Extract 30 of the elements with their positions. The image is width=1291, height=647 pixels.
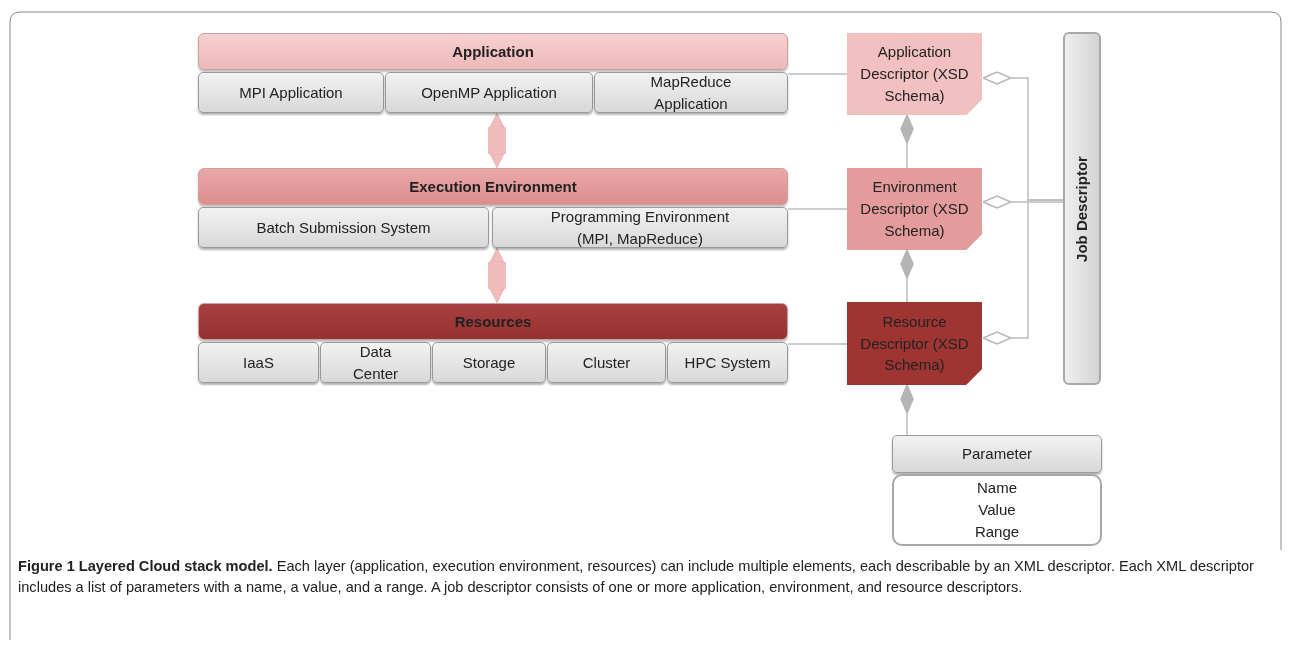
component-cell: IaaS bbox=[198, 342, 319, 383]
component-cell: Batch Submission System bbox=[198, 207, 489, 248]
attribute-list: Name Value Range bbox=[892, 474, 1102, 546]
double-arrow bbox=[488, 112, 506, 169]
double-arrow bbox=[488, 247, 506, 304]
component-cell: MPI Application bbox=[198, 72, 384, 113]
association-line bbox=[900, 114, 914, 169]
component-cell: OpenMP Application bbox=[385, 72, 593, 113]
descriptor-note: Environment Descriptor (XSD Schema) bbox=[847, 168, 982, 250]
component-cell: Data Center bbox=[320, 342, 431, 383]
descriptor-note: Application Descriptor (XSD Schema) bbox=[847, 33, 982, 115]
connector-line bbox=[787, 343, 848, 345]
layer-bar: Application bbox=[198, 33, 788, 70]
layer-bar: Resources bbox=[198, 303, 788, 340]
component-cell: HPC System bbox=[667, 342, 788, 383]
descriptor-note: Resource Descriptor (XSD Schema) bbox=[847, 302, 982, 385]
component-cell: Programming Environment (MPI, MapReduce) bbox=[492, 207, 788, 248]
connector-line bbox=[787, 73, 848, 75]
component-cell: Storage bbox=[432, 342, 546, 383]
layer-bar: Execution Environment bbox=[198, 168, 788, 205]
association-line bbox=[982, 195, 1064, 209]
figure-caption: Figure 1 Layered Cloud stack model. Each layer (application, execution environment, resources) can include multiple elements, each describable by an XML descriptor. Each XML descriptor includes a list of parameters with a name, a value, and a range. A job descriptor consists of one or more application, environment, and resource descriptors. bbox=[18, 557, 1255, 598]
class-header: Parameter bbox=[892, 435, 1102, 473]
association-line bbox=[982, 199, 1064, 345]
connector-line bbox=[787, 208, 848, 210]
association-line bbox=[900, 384, 914, 436]
job-descriptor-bar: Job Descriptor bbox=[1063, 32, 1101, 385]
component-cell: Cluster bbox=[547, 342, 666, 383]
association-line bbox=[900, 249, 914, 303]
component-cell: MapReduce Application bbox=[594, 72, 788, 113]
